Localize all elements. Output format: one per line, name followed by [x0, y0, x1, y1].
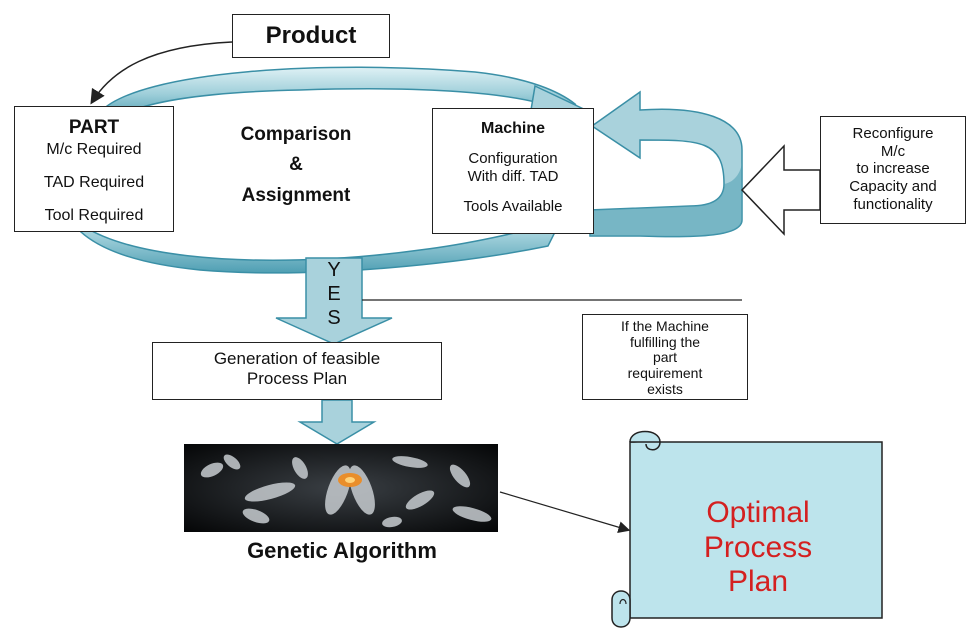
part-box: PART M/c Required TAD Required Tool Requ…: [14, 106, 174, 232]
condition-line-3: part: [652, 349, 678, 366]
ga-to-optimal-arrow: [499, 491, 631, 534]
part-title: PART: [68, 117, 120, 138]
assignment-text: Assignment: [241, 184, 351, 206]
optimal-line-2: Process: [703, 530, 813, 564]
part-line-tool: Tool Required: [44, 207, 144, 225]
reconfigure-line-3: to increase: [856, 160, 930, 178]
product-to-part-arrow: [90, 41, 233, 105]
generation-box: Generation of feasible Process Plan: [152, 342, 442, 400]
generation-line-1: Generation of feasible: [213, 349, 381, 368]
reconfigure-line-1: Reconfigure: [852, 125, 934, 142]
optimal-scroll: [611, 430, 883, 628]
machine-box: Machine Configuration With diff. TAD Too…: [432, 108, 594, 234]
genetic-algorithm-image: [184, 444, 498, 532]
reconfigure-dark-band: [590, 160, 742, 237]
machine-title: Machine: [480, 120, 545, 137]
yes-arrow: [275, 257, 393, 345]
yes-letter-e: E: [327, 283, 341, 305]
reconfigure-line-4: Capacity and: [849, 178, 937, 196]
condition-line-2: fulfilling the: [629, 333, 701, 350]
condition-line-5: exists: [647, 380, 683, 397]
condition-box: If the Machine fulfilling the part requi…: [582, 314, 748, 400]
machine-line-tad: With diff. TAD: [467, 168, 559, 186]
reconfigure-box: Reconfigure M/c to increase Capacity and…: [820, 116, 966, 224]
generation-to-ga-arrow: [297, 399, 377, 445]
optimal-plan-label: Optimal Process Plan: [640, 496, 876, 600]
comparison-text: Comparison: [240, 124, 352, 145]
reconfigure-line-2: M/c: [880, 142, 906, 160]
reconfigure-input-arrow: [740, 144, 821, 236]
machine-line-tools: Tools Available: [463, 198, 563, 216]
genetic-algorithm-text: Genetic Algorithm: [247, 538, 437, 563]
reconfigure-line-5: functionality: [853, 195, 933, 213]
product-label: Product: [265, 22, 357, 49]
condition-line-4: requirement: [627, 365, 703, 382]
condition-line-1: If the Machine: [621, 318, 709, 334]
comparison-assignment-label: Comparison & Assignment: [216, 120, 376, 211]
generation-line-2: Process Plan: [246, 369, 348, 389]
optimal-line-1: Optimal: [706, 496, 810, 529]
genetic-algorithm-label: Genetic Algorithm: [184, 538, 500, 564]
yes-letter-s: S: [327, 307, 341, 329]
product-box: Product: [232, 14, 390, 58]
optimal-line-3: Plan: [727, 565, 789, 598]
yes-letter-y: Y: [327, 259, 341, 281]
ampersand-text: &: [289, 154, 303, 176]
part-line-tad: TAD Required: [43, 173, 145, 191]
machine-line-config: Configuration: [468, 150, 558, 168]
part-line-mc: M/c Required: [46, 140, 142, 158]
yes-label: Y E S: [318, 258, 350, 330]
cycle-ring-bottom: [61, 199, 562, 274]
